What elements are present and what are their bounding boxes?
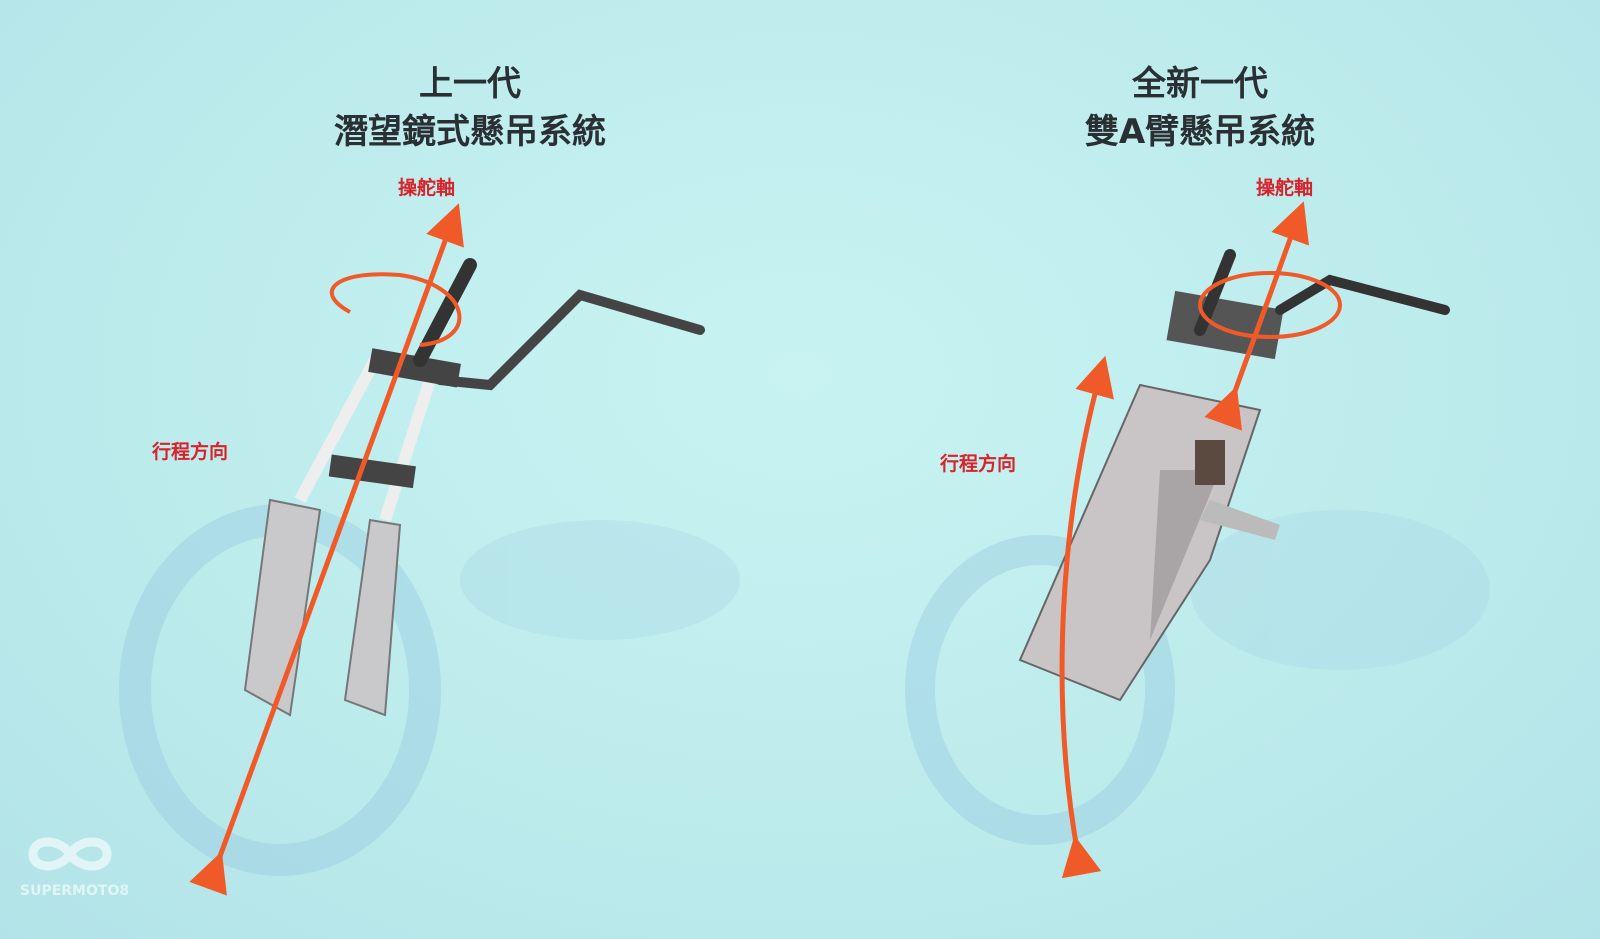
left-travel-direction-label: 行程方向 — [152, 441, 229, 463]
right-rotation-arrow — [1198, 271, 1342, 339]
right-travel-direction-label: 行程方向 — [940, 453, 1017, 475]
left-fork-assembly — [243, 258, 705, 717]
right-title: 全新一代 雙A臂懸吊系統 — [1030, 60, 1370, 156]
infinity-logo-icon — [28, 837, 112, 871]
right-wheel-faded — [905, 510, 1490, 845]
left-rotation-arrow — [329, 272, 462, 347]
right-title-line1: 全新一代 — [1132, 64, 1268, 104]
watermark-text: SUPERMOTO8 — [20, 883, 130, 899]
right-steering-axis-arrow — [1204, 201, 1309, 431]
right-title-line2: 雙A臂懸吊系統 — [1084, 112, 1316, 152]
left-wheel-faded — [119, 504, 740, 876]
left-title: 上一代 潛望鏡式懸吊系統 — [290, 60, 650, 156]
watermark-logo: SUPERMOTO8 — [20, 832, 130, 900]
left-steering-axis-label: 操舵軸 — [398, 177, 456, 199]
right-travel-direction-arrow — [1059, 355, 1114, 879]
right-steering-axis-label: 操舵軸 — [1256, 177, 1314, 199]
left-steering-axis-arrow — [189, 203, 464, 896]
left-title-line2: 潛望鏡式懸吊系統 — [334, 112, 606, 152]
left-title-line1: 上一代 — [419, 64, 521, 104]
